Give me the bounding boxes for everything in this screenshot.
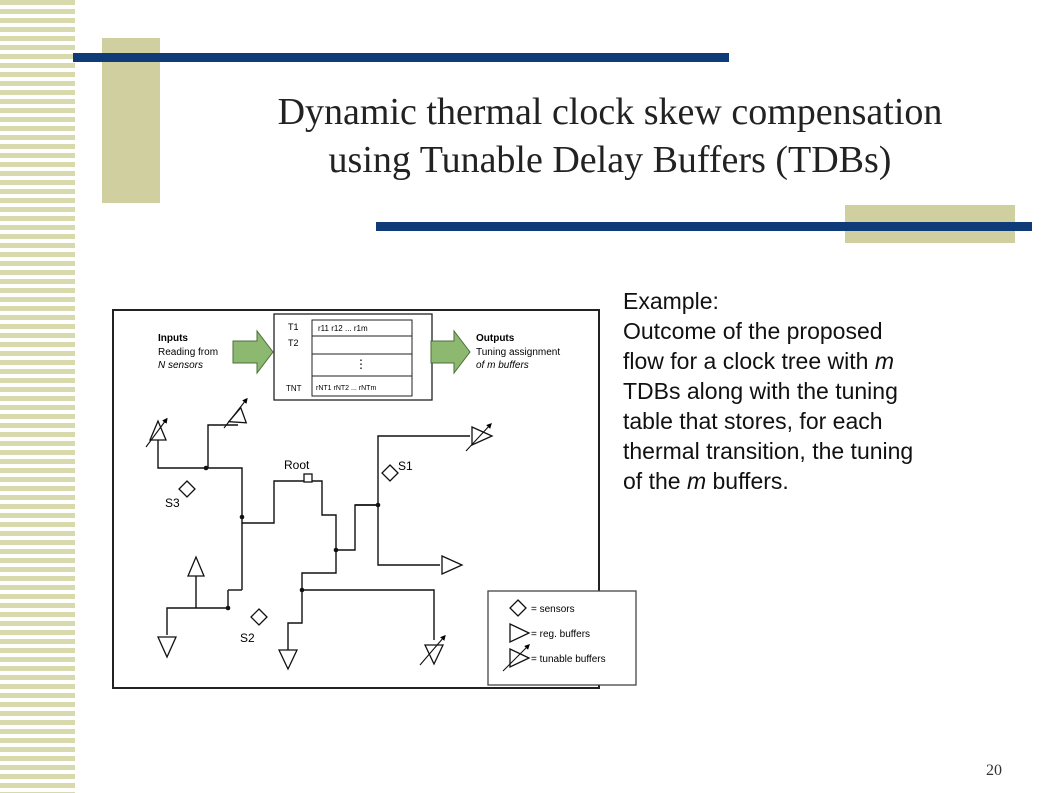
desc-line-7: of the m buffers. xyxy=(623,466,1043,496)
regular-buffer-up xyxy=(187,555,205,577)
page-number: 20 xyxy=(986,762,1002,779)
desc-line-3-text: flow for a clock tree with xyxy=(623,348,875,374)
legend-sensors-label: = sensors xyxy=(531,604,575,615)
top-rule xyxy=(73,53,729,62)
desc-line-3: flow for a clock tree with m xyxy=(623,346,1043,376)
root-label: Root xyxy=(284,458,310,472)
tunable-buffer-bottom xyxy=(419,634,446,666)
sensor-s1-label: S1 xyxy=(398,459,413,473)
outputs-title: Outputs xyxy=(476,333,515,344)
description: Example: Outcome of the proposed flow fo… xyxy=(623,286,1043,496)
regular-buffer-right xyxy=(441,554,464,576)
bottom-rule xyxy=(376,222,1032,231)
legend-sensor-icon xyxy=(509,599,527,617)
clock-tree-wires xyxy=(157,424,470,650)
input-arrow xyxy=(232,329,274,375)
desc-var-m-2: m xyxy=(686,468,707,494)
olive-block-top xyxy=(102,38,160,203)
desc-line-4: TDBs along with the tuning xyxy=(623,378,898,404)
inputs-title: Inputs xyxy=(158,333,188,344)
inputs-line-2: N sensors xyxy=(158,360,203,371)
sensor-s3 xyxy=(178,480,196,498)
sensor-s1 xyxy=(381,464,399,482)
output-arrow xyxy=(430,329,471,375)
regular-buffer-down-middle xyxy=(277,649,299,671)
title-line-1: Dynamic thermal clock skew compensation xyxy=(277,91,943,133)
table-row1-values: r11 r12 ... r1m xyxy=(318,324,368,333)
table-vdots: ⋮ xyxy=(355,357,367,371)
desc-line-1: Example: xyxy=(623,288,719,314)
legend-tunable-buffer-icon xyxy=(509,647,531,669)
desc-var-m: m xyxy=(874,348,894,374)
table-body xyxy=(311,319,413,397)
outputs-line-2: of m buffers xyxy=(476,360,529,371)
inputs-line-1: Reading from xyxy=(158,347,218,358)
table-last-values: rNT1 rNT2 ... rNTm xyxy=(316,385,376,392)
legend-regular-label: = reg. buffers xyxy=(531,629,590,640)
desc-line-6: thermal transition, the tuning xyxy=(623,438,914,464)
legend-tunable-label: = tunable buffers xyxy=(531,654,606,665)
desc-line-7-prefix: of the xyxy=(623,468,687,494)
desc-line-2: Outcome of the proposed xyxy=(623,318,883,344)
tunable-buffer-right xyxy=(465,422,494,452)
table-row-label-3: TNT xyxy=(286,384,302,393)
desc-line-7-suffix: buffers. xyxy=(706,468,789,494)
table-row-label-2: T2 xyxy=(288,338,299,348)
tunable-buffer-top xyxy=(223,397,248,429)
table-row-label-1: T1 xyxy=(288,322,299,332)
outputs-line-1: Tuning assignment xyxy=(476,347,560,358)
sensor-s2-label: S2 xyxy=(240,631,255,645)
sensor-s3-label: S3 xyxy=(165,496,180,510)
tunable-buffer-left xyxy=(145,417,168,448)
regular-buffer-down-left xyxy=(156,636,178,659)
junction-dots xyxy=(203,465,381,611)
decorative-stripes xyxy=(0,0,75,793)
title-line-2: using Tunable Delay Buffers (TDBs) xyxy=(328,139,892,181)
root-node xyxy=(303,473,313,483)
desc-line-5: table that stores, for each xyxy=(623,408,883,434)
slide-title: Dynamic thermal clock skew compensation … xyxy=(170,88,1050,184)
sensor-s2 xyxy=(250,608,268,626)
legend-regular-buffer-icon xyxy=(509,622,531,644)
legend-tunable-arrow xyxy=(502,644,530,672)
